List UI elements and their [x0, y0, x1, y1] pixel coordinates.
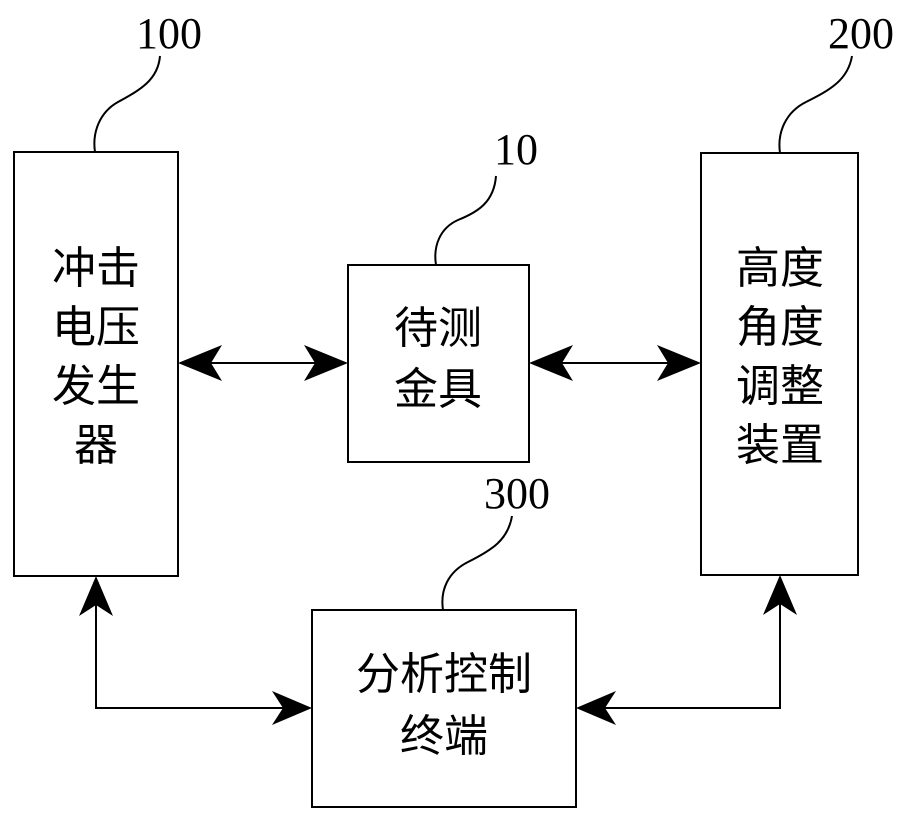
impulse-voltage-generator-label-line-4: 器: [74, 420, 118, 471]
height-angle-adjuster-label-line-1: 高度: [736, 243, 824, 294]
terminal-ref-leader: [441, 515, 513, 611]
fitting-under-test-label-line-2: 金具: [394, 364, 482, 415]
adjuster-ref-number: 200: [828, 9, 894, 58]
arrowhead-left-icon: [576, 691, 616, 725]
arrowhead-right-icon: [657, 345, 701, 381]
arrowhead-right-icon: [272, 691, 312, 725]
fitting-ref-number: 10: [494, 125, 538, 174]
arrowhead-left-icon: [529, 345, 573, 381]
impulse-voltage-generator-label-line-1: 冲击: [52, 243, 140, 294]
arrowhead-right-icon: [304, 345, 348, 381]
generator-fitting-connector: [178, 345, 348, 381]
arrowhead-left-icon: [178, 345, 222, 381]
analysis-control-terminal-label-line-1: 分析控制: [356, 649, 532, 700]
fitting-under-test-block: 待测 金具: [347, 264, 530, 463]
fitting-ref-leader: [434, 175, 497, 266]
fitting-under-test-label-line-1: 待测: [394, 303, 482, 354]
impulse-voltage-generator-label-line-2: 电压: [52, 302, 140, 353]
fitting-adjuster-connector: [529, 345, 701, 381]
analysis-control-terminal-block: 分析控制 终端: [311, 609, 577, 808]
impulse-voltage-generator-box: [13, 151, 179, 577]
adjuster-terminal-connector: [576, 575, 797, 725]
height-angle-adjuster-label-line-3: 调整: [736, 361, 824, 412]
height-angle-adjuster-label-line-2: 角度: [736, 302, 824, 353]
analysis-control-terminal-label-line-2: 终端: [400, 711, 488, 762]
analysis-control-terminal-box: [311, 609, 577, 808]
height-angle-adjuster-block: 高度 角度 调整 装置: [700, 152, 859, 576]
height-angle-adjuster-label-line-4: 装置: [736, 420, 824, 471]
impulse-voltage-generator-block: 冲击 电压 发生 器: [13, 151, 179, 577]
adjuster-terminal-line: [588, 589, 781, 709]
generator-ref-leader: [93, 55, 161, 153]
arrowhead-up-icon: [763, 575, 797, 615]
generator-terminal-connector: [79, 576, 312, 725]
fitting-under-test-box: [347, 264, 530, 463]
terminal-ref-number: 300: [484, 469, 550, 518]
adjuster-ref-leader: [778, 55, 853, 154]
generator-ref-number: 100: [136, 9, 202, 58]
arrowhead-up-icon: [79, 576, 113, 616]
impulse-voltage-generator-label-line-3: 发生: [52, 361, 140, 412]
generator-terminal-line: [95, 590, 300, 709]
